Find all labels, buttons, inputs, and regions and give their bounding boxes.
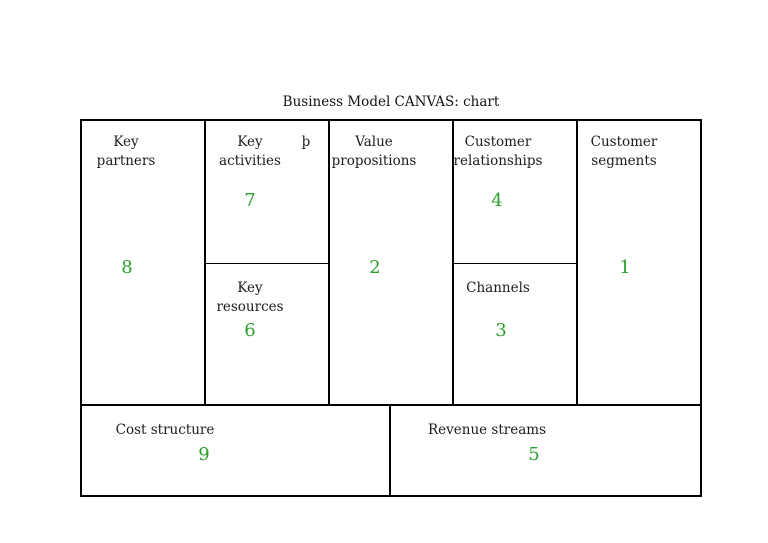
divider-cost-revenue (389, 406, 391, 495)
divider-col-2-3 (328, 121, 330, 404)
customer-segments-label-line1: Customer (590, 134, 658, 150)
customer-segments-label-line2: segments (591, 153, 657, 169)
revenue-streams-number: 5 (528, 444, 540, 465)
key-activities-label-line2: activities (219, 153, 281, 169)
divider-col-1-2 (204, 121, 206, 404)
customer-segments-number: 1 (619, 257, 631, 278)
key-activities-number: 7 (244, 190, 256, 211)
cost-structure-label: Cost structure (115, 422, 215, 438)
key-resources-label-line2: resources (216, 299, 284, 315)
divider-col-3-4 (452, 121, 454, 404)
channels-label: Channels (466, 280, 530, 296)
revenue-streams-label: Revenue streams (427, 422, 546, 438)
chart-title: Business Model CANVAS: chart (282, 94, 500, 110)
customer-relationships-label-line2: relationships (453, 153, 543, 169)
value-propositions-label-line1: Value (355, 134, 393, 150)
cost-structure-number: 9 (198, 444, 210, 465)
divider-activities-resources (204, 263, 330, 265)
value-propositions-label-line2: propositions (331, 153, 417, 169)
key-activities-stray-char: þ (301, 134, 311, 150)
divider-relationships-channels (452, 263, 578, 265)
divider-top-bottom (82, 404, 700, 406)
divider-col-4-5 (576, 121, 578, 404)
customer-relationships-number: 4 (491, 190, 503, 211)
key-partners-number: 8 (121, 257, 133, 278)
key-resources-label-line1: Key (237, 280, 263, 296)
customer-relationships-label-line1: Customer (464, 134, 532, 150)
key-resources-number: 6 (244, 320, 256, 341)
key-partners-label-line1: Key (113, 134, 139, 150)
key-activities-label-line1: Key (237, 134, 263, 150)
business-model-canvas: Key partners 8 Key activities þ 7 Key re… (80, 119, 702, 497)
value-propositions-number: 2 (369, 257, 381, 278)
key-partners-label-line2: partners (96, 153, 156, 169)
channels-number: 3 (495, 320, 507, 341)
